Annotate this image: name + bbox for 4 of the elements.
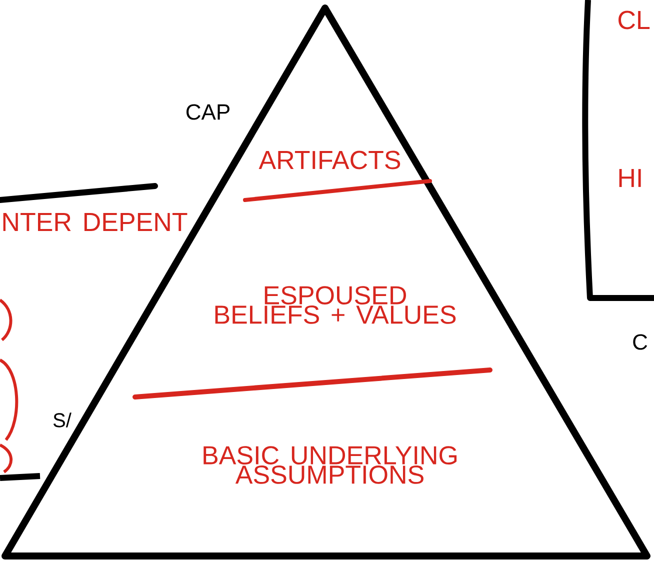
handwritten-label: S/ <box>53 412 72 428</box>
cropped-box: CL HI <box>582 0 654 301</box>
handwritten-label: CAP <box>186 104 230 120</box>
handwritten-label: C <box>633 334 648 350</box>
